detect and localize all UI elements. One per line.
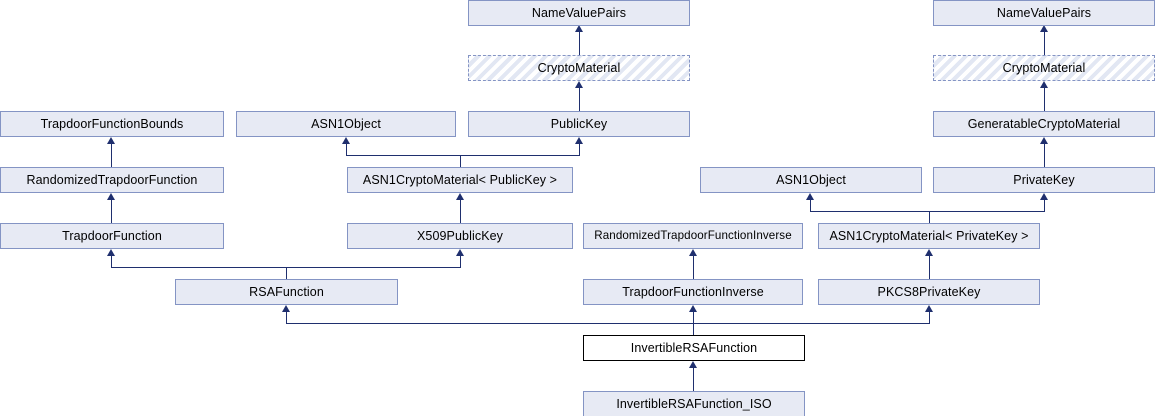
class-node-privatekey[interactable]: PrivateKey bbox=[933, 167, 1155, 193]
arrowhead-asn1cryptomaterial-publickey bbox=[456, 193, 464, 200]
arrowhead-rsafunction bbox=[282, 305, 290, 312]
edge-invertiblersafunction-to-trapdoorfunctioninverse bbox=[693, 312, 694, 324]
class-node-asn1object-left[interactable]: ASN1Object bbox=[236, 111, 456, 137]
edge-rsafunction-to-trapdoorfunction bbox=[111, 256, 112, 268]
class-node-label: NameValuePairs bbox=[996, 6, 1092, 20]
class-node-trapdoorfunction[interactable]: TrapdoorFunction bbox=[0, 223, 224, 249]
class-node-asn1cryptomaterial-publickey[interactable]: ASN1CryptoMaterial< PublicKey > bbox=[347, 167, 573, 193]
arrowhead-x509publickey bbox=[456, 249, 464, 256]
arrowhead-asn1cryptomaterial-privatekey bbox=[925, 249, 933, 256]
arrowhead-invertiblersafunction bbox=[689, 361, 697, 368]
class-node-namevaluepairs-left[interactable]: NameValuePairs bbox=[468, 0, 690, 26]
edge-invertiblersafunction-bus bbox=[286, 323, 930, 324]
edge-asn1cryptomaterial-to-asn1object-right bbox=[810, 200, 811, 212]
arrowhead-asn1object-right bbox=[806, 193, 814, 200]
edge-asn1cryptomaterial-to-publickey bbox=[579, 144, 580, 156]
class-node-label: TrapdoorFunction bbox=[62, 229, 162, 243]
class-node-label: RSAFunction bbox=[249, 285, 324, 299]
class-node-randomizedtrapdoorfunction[interactable]: RandomizedTrapdoorFunction bbox=[0, 167, 224, 193]
class-node-invertiblersafunction[interactable]: InvertibleRSAFunction bbox=[583, 335, 805, 361]
class-node-publickey[interactable]: PublicKey bbox=[468, 111, 690, 137]
class-node-trapdoorfunctionbounds[interactable]: TrapdoorFunctionBounds bbox=[0, 111, 224, 137]
class-node-label: X509PublicKey bbox=[416, 229, 504, 243]
class-node-randomizedtrapdoorfunctioninverse[interactable]: RandomizedTrapdoorFunctionInverse bbox=[583, 223, 803, 249]
edge-invertiblersafunction-stem bbox=[693, 323, 694, 335]
class-node-label: ASN1CryptoMaterial< PrivateKey > bbox=[829, 229, 1029, 243]
class-node-invertiblersafunction-iso[interactable]: InvertibleRSAFunction_ISO bbox=[583, 391, 805, 416]
class-node-pkcs8privatekey[interactable]: PKCS8PrivateKey bbox=[818, 279, 1040, 305]
edge-invertiblersafunction-iso-to-invertiblersafunction bbox=[693, 368, 694, 391]
class-node-label: RandomizedTrapdoorFunction bbox=[26, 173, 198, 187]
class-node-cryptomaterial-right[interactable]: CryptoMaterial bbox=[933, 55, 1155, 81]
class-node-rsafunction[interactable]: RSAFunction bbox=[175, 279, 398, 305]
arrowhead-trapdoorfunctioninverse bbox=[689, 305, 697, 312]
arrowhead-namevaluepairs-right bbox=[1040, 25, 1048, 32]
class-node-label: ASN1CryptoMaterial< PublicKey > bbox=[362, 173, 558, 187]
class-node-label: ASN1Object bbox=[311, 117, 381, 131]
class-node-trapdoorfunctioninverse[interactable]: TrapdoorFunctionInverse bbox=[583, 279, 803, 305]
edge-privatekey-to-generatablecryptomaterial bbox=[1044, 144, 1045, 167]
edge-rsafunction-stem bbox=[286, 267, 287, 279]
edge-x509publickey-to-asn1cryptomaterial bbox=[460, 200, 461, 223]
arrowhead-trapdoorfunction bbox=[107, 249, 115, 256]
edge-cryptomaterial-to-namevaluepairs-right bbox=[1044, 32, 1045, 55]
edge-asn1cryptomaterial-to-privatekey bbox=[1044, 200, 1045, 212]
class-node-label: PKCS8PrivateKey bbox=[877, 285, 981, 299]
arrowhead-trapdoorfunctionbounds bbox=[107, 137, 115, 144]
class-node-namevaluepairs-right[interactable]: NameValuePairs bbox=[933, 0, 1155, 26]
class-node-x509publickey[interactable]: X509PublicKey bbox=[347, 223, 573, 249]
arrowhead-pkcs8privatekey bbox=[925, 305, 933, 312]
edge-rsafunction-bus bbox=[111, 267, 461, 268]
class-node-label: CryptoMaterial bbox=[1002, 61, 1086, 75]
arrowhead-namevaluepairs-left bbox=[575, 25, 583, 32]
edge-pkcs8privatekey-to-asn1cryptomaterial bbox=[929, 256, 930, 279]
edge-cryptomaterial-to-namevaluepairs-left bbox=[579, 32, 580, 55]
class-node-label: InvertibleRSAFunction_ISO bbox=[616, 397, 772, 411]
arrowhead-generatablecryptomaterial bbox=[1040, 137, 1048, 144]
class-node-label: InvertibleRSAFunction bbox=[630, 341, 758, 355]
class-node-asn1object-right[interactable]: ASN1Object bbox=[700, 167, 922, 193]
edge-trapdoorfunction-to-randomizedtrapdoorfunction bbox=[111, 200, 112, 223]
arrowhead-cryptomaterial-right bbox=[1040, 81, 1048, 88]
edge-invertiblersafunction-to-rsafunction bbox=[286, 312, 287, 324]
edge-publickey-to-cryptomaterial bbox=[579, 88, 580, 111]
edge-asn1cryptomaterial-publickey-bus bbox=[346, 155, 580, 156]
class-node-asn1cryptomaterial-privatekey[interactable]: ASN1CryptoMaterial< PrivateKey > bbox=[818, 223, 1040, 249]
class-node-label: NameValuePairs bbox=[531, 6, 627, 20]
class-node-label: ASN1Object bbox=[776, 173, 846, 187]
arrowhead-randomizedtrapdoorfunction bbox=[107, 193, 115, 200]
class-node-label: CryptoMaterial bbox=[537, 61, 621, 75]
edge-asn1cryptomaterial-publickey-stem bbox=[460, 155, 461, 167]
edge-asn1cryptomaterial-privatekey-stem bbox=[929, 211, 930, 223]
arrowhead-privatekey bbox=[1040, 193, 1048, 200]
class-node-cryptomaterial-left[interactable]: CryptoMaterial bbox=[468, 55, 690, 81]
arrowhead-randomizedtrapdoorfunctioninverse bbox=[689, 249, 697, 256]
class-node-generatablecryptomaterial[interactable]: GeneratableCryptoMaterial bbox=[933, 111, 1155, 137]
class-node-label: RandomizedTrapdoorFunctionInverse bbox=[594, 229, 792, 242]
edge-rsafunction-to-x509publickey bbox=[460, 256, 461, 268]
class-node-label: TrapdoorFunctionBounds bbox=[40, 117, 184, 131]
class-node-label: PrivateKey bbox=[1013, 173, 1075, 187]
class-node-label: GeneratableCryptoMaterial bbox=[967, 117, 1121, 131]
edge-asn1cryptomaterial-privatekey-bus bbox=[810, 211, 1045, 212]
edge-invertiblersafunction-to-pkcs8privatekey bbox=[929, 312, 930, 324]
class-node-label: TrapdoorFunctionInverse bbox=[622, 285, 764, 299]
edge-generatablecryptomaterial-to-cryptomaterial bbox=[1044, 88, 1045, 111]
edge-trapdoorfunctioninverse-to-randomizedtrapdoorfunctioninverse bbox=[693, 256, 694, 279]
arrowhead-cryptomaterial-left bbox=[575, 81, 583, 88]
class-node-label: PublicKey bbox=[550, 117, 608, 131]
arrowhead-asn1object-left bbox=[342, 137, 350, 144]
arrowhead-publickey bbox=[575, 137, 583, 144]
edge-randomizedtrapdoorfunction-to-trapdoorfunctionbounds bbox=[111, 144, 112, 167]
edge-asn1cryptomaterial-to-asn1object bbox=[346, 144, 347, 156]
